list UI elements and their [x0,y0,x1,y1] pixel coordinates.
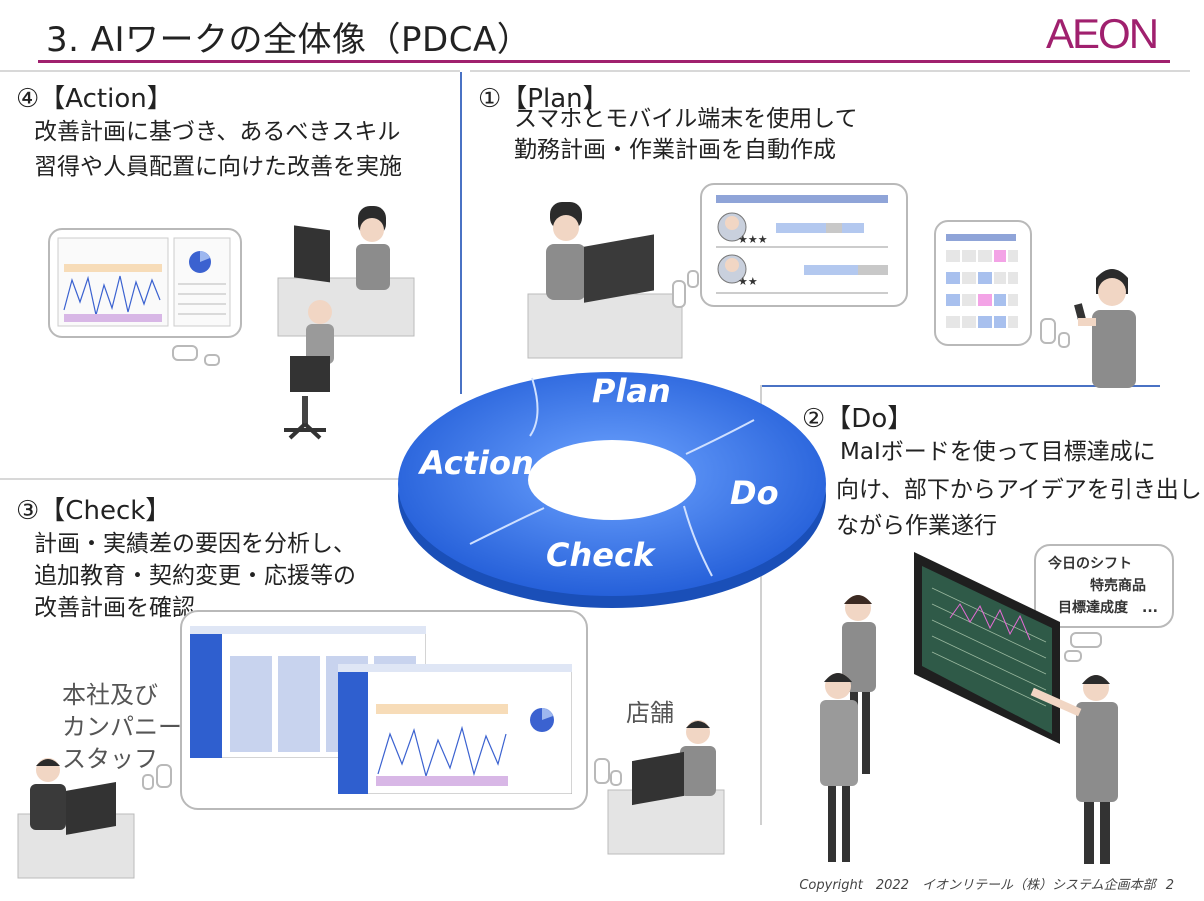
check-bubble-dot-3 [594,758,610,784]
plan-bubble-dot-4 [1058,332,1070,348]
plan-bubble-dot-3 [1040,318,1056,344]
store-label: 店舗 [626,699,674,727]
divider-top-right [470,70,1190,72]
cycle-label-plan: Plan [592,372,671,410]
divider-top-left [0,70,460,72]
do-speech-bubble: 今日のシフト 特売商品 目標達成度 ... [1034,544,1174,628]
divider-check-vertical [760,385,762,825]
plan-card-graphic [716,195,888,294]
cycle-label-check: Check [546,536,655,574]
logo-text: AEON [1046,10,1157,57]
hq-staff-label-1: 本社及び [62,681,158,709]
action-dashboard-bubble [48,228,242,338]
hq-staff-label-3: スタッフ [62,745,158,773]
plan-desk-illustration [527,202,683,359]
cycle-label-do: Do [730,474,779,512]
plan-line-1: スマホとモバイル端末を使用して [514,106,858,132]
title-underline [38,60,1170,63]
do-maiboard-illustration [820,552,1118,864]
plan-rating-2: ★★ [738,275,758,288]
divider-vertical [460,72,462,394]
hq-staff-label-2: カンパニー [62,713,182,741]
plan-rating-1: ★★★ [738,233,768,246]
do-line-3: ながら作業遂行 [836,513,997,539]
plan-line-2: 勤務計画・作業計画を自動作成 [514,137,836,163]
action-line-2: 習得や人員配置に向けた改善を実施 [34,154,402,180]
speech-line-3: 目標達成度 ... [1058,600,1158,616]
aeon-logo: AEON [1046,10,1159,57]
cycle-label-action: Action [420,444,534,482]
do-line-1: MaIボードを使って目標達成に [840,439,1156,465]
check-screen-1 [190,626,426,758]
check-line-1: 計画・実績差の要因を分析し、 [34,531,356,557]
page-title: 3. AIワークの全体像（PDCA） [46,20,532,60]
hq-office-illustration [17,758,135,879]
plan-phone-person [1074,269,1136,388]
check-heading: ③【Check】 [16,496,172,526]
check-line-2: 追加教育・契約変更・応援等の [34,563,356,589]
plan-heading: ①【Plan】 [478,84,609,114]
plan-schedule-card [934,220,1032,346]
action-office-illustration [277,206,415,440]
speech-line-1: 今日のシフト [1048,556,1132,572]
do-bubble-dot-2 [1064,650,1082,662]
page-number: 2 [1165,878,1174,893]
check-line-3: 改善計画を確認 [34,595,195,621]
divider-mid-left [0,478,420,480]
plan-schedule-grid [946,234,1018,328]
check-screen-2 [338,664,572,794]
check-bubble-dot-1 [156,764,172,788]
plan-staff-card: ★★★ ★★ [700,183,908,307]
store-office-illustration [607,720,725,855]
speech-line-2: 特売商品 [1090,578,1146,594]
plan-bubble-dot-1 [672,280,686,308]
copyright: Copyright 2022 イオンリテール（株）システム企画本部 2 [799,874,1174,893]
copyright-text: Copyright 2022 イオンリテール（株）システム企画本部 [799,878,1156,893]
action-dashboard-chart [57,237,231,327]
do-bubble-dot-1 [1070,632,1102,648]
check-bubble-dot-4 [610,770,622,786]
action-bubble-dot-2 [204,354,220,366]
action-heading: ④【Action】 [16,84,173,114]
do-line-2: 向け、部下からアイデアを引き出し [836,477,1202,503]
do-heading: ②【Do】 [802,404,914,434]
divider-right-horizontal [760,385,1160,387]
action-bubble-dot-1 [172,345,198,361]
plan-bubble-dot-2 [687,270,699,288]
action-line-1: 改善計画に基づき、あるべきスキル [34,119,401,145]
pdca-cycle-ring [398,372,826,608]
check-bubble-dot-2 [142,774,154,790]
